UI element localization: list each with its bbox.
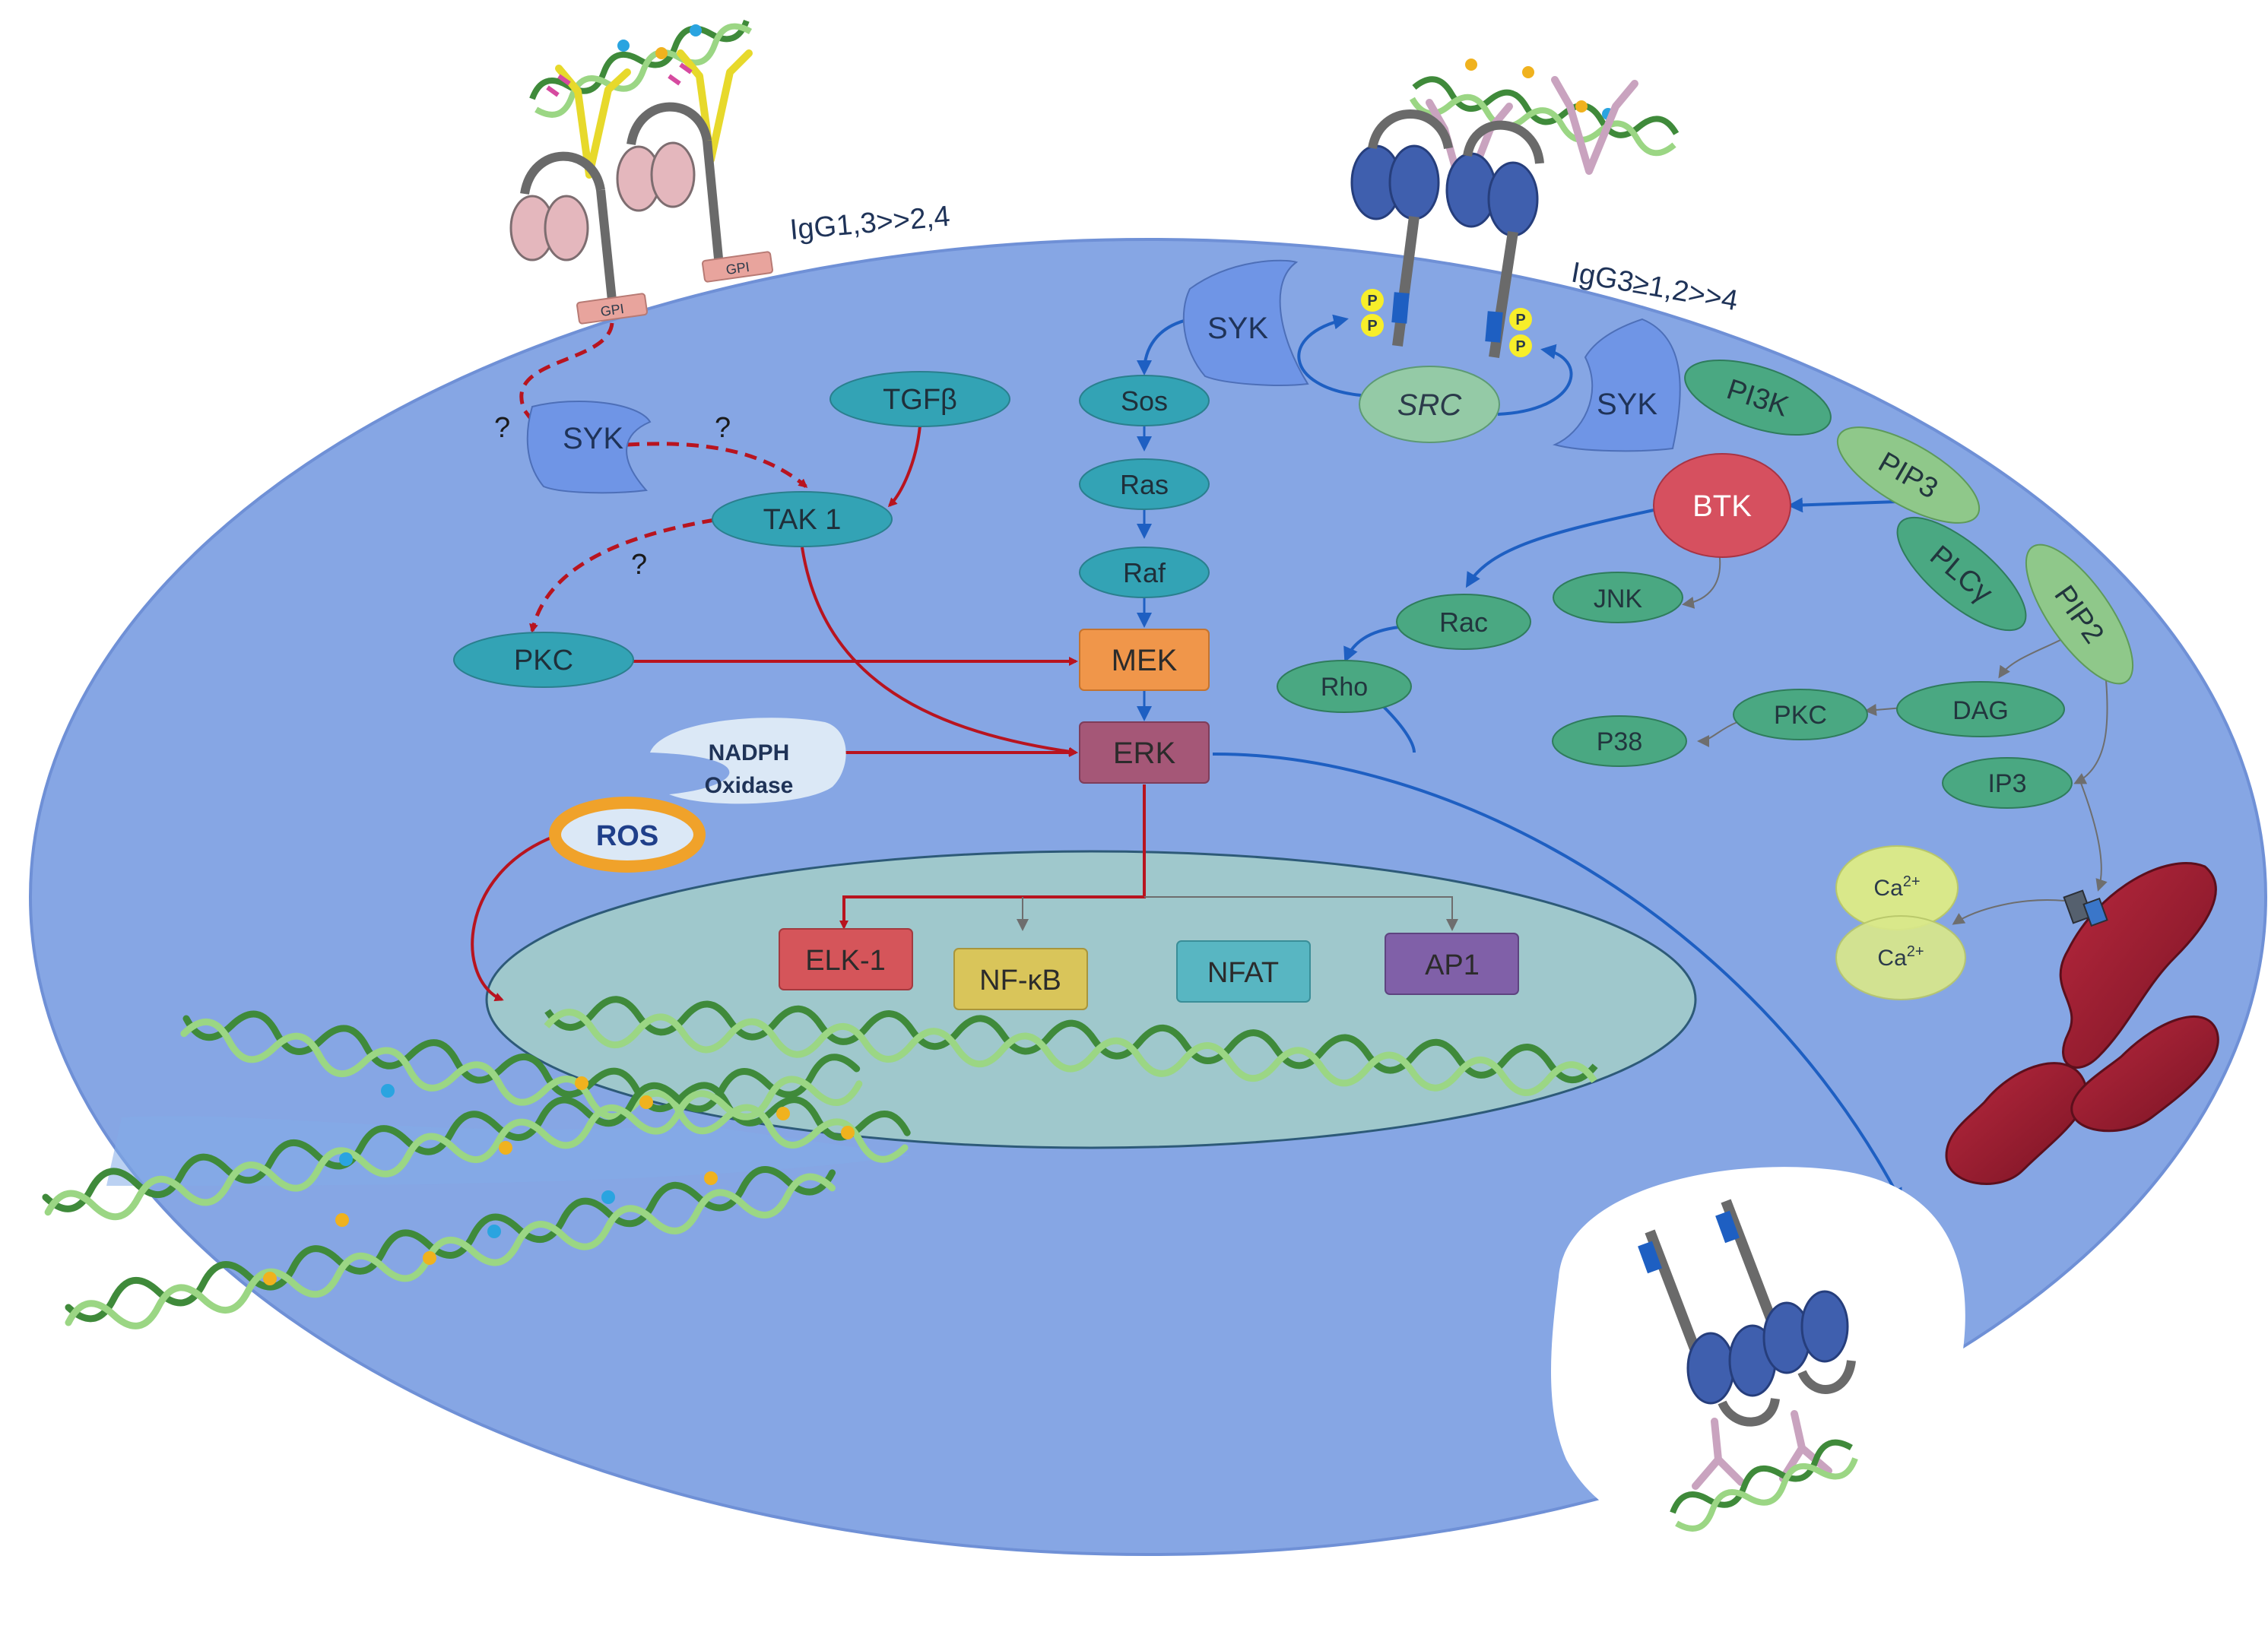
tak1-node: TAK 1 — [712, 491, 893, 547]
tf-nfkb: NF-κB — [953, 948, 1088, 1010]
mek-node: MEK — [1079, 629, 1210, 691]
ras-label: Ras — [1120, 469, 1169, 500]
tf-elk1-label: ELK-1 — [805, 945, 886, 977]
endoplasmic-reticulum — [1945, 862, 2219, 1185]
syk-right-label: SYK — [1597, 388, 1657, 421]
syk-left-node: SYK — [526, 401, 652, 494]
pkc-right-label: PKC — [1774, 701, 1827, 730]
syk-top-node: SYK — [1182, 259, 1309, 386]
nadph-oxidase-node: NADPH Oxidase — [650, 718, 846, 804]
raf-label: Raf — [1123, 557, 1166, 588]
erk-label: ERK — [1113, 737, 1176, 770]
question-mark-1: ? — [494, 412, 510, 444]
btk-label: BTK — [1692, 490, 1752, 523]
internalized-receptor-vesicle — [1551, 1167, 1965, 1539]
ip3-node: IP3 — [1942, 757, 2073, 809]
pip2-node: PIP2 — [2025, 543, 2134, 685]
p38-label: P38 — [1597, 727, 1643, 756]
ras-node: Ras — [1079, 458, 1210, 510]
itam-receptors: P P P P — [1350, 59, 1680, 359]
phospho-label-4: P — [1515, 338, 1525, 355]
plcg-node: PLCγ — [1896, 516, 2027, 632]
left-receptor-subclass-label: IgG1,3>>2,4 — [788, 201, 951, 246]
ca-label-1: Ca2+ — [1873, 873, 1920, 901]
arrows — [471, 314, 2108, 1204]
jnk-node: JNK — [1553, 572, 1683, 623]
rac-label: Rac — [1439, 607, 1488, 638]
mek-label: MEK — [1112, 644, 1178, 677]
phospho-label-2: P — [1367, 318, 1377, 334]
ip3-label: IP3 — [1987, 769, 2026, 798]
ros-node: ROS — [549, 797, 706, 873]
syk-right-node: SYK — [1553, 318, 1681, 452]
pi3k-node: PI3K — [1684, 359, 1832, 436]
question-mark-2: ? — [715, 412, 731, 444]
tf-nfat-label: NFAT — [1207, 957, 1279, 989]
tak1-label: TAK 1 — [763, 504, 842, 536]
nadph-label-line2: Oxidase — [705, 773, 794, 798]
rho-node: Rho — [1277, 660, 1412, 713]
erk-node: ERK — [1079, 721, 1210, 784]
btk-node: BTK — [1653, 453, 1791, 558]
question-mark-3: ? — [631, 549, 647, 581]
pip3-node: PIP3 — [1836, 426, 1981, 524]
gpi-label-2: GPI — [725, 259, 750, 277]
ca-label-2: Ca2+ — [1877, 943, 1924, 971]
tf-ap1: AP1 — [1385, 933, 1519, 995]
tf-elk1: ELK-1 — [779, 928, 913, 990]
pkc-left-node: PKC — [453, 632, 634, 688]
p38-node: P38 — [1552, 715, 1687, 767]
raf-node: Raf — [1079, 547, 1210, 598]
tgfb-node: TGFβ — [829, 371, 1010, 427]
dna-strands-lower-left — [42, 1010, 912, 1329]
phospho-label-1: P — [1367, 293, 1377, 309]
sos-node: Sos — [1079, 375, 1210, 426]
jnk-label: JNK — [1594, 585, 1643, 613]
dag-node: DAG — [1896, 681, 2065, 737]
tf-nfat: NFAT — [1176, 940, 1311, 1003]
calcium-ions: Ca2+ Ca2+ — [1835, 845, 1966, 1000]
rho-label: Rho — [1321, 673, 1368, 702]
src-label: SRC — [1397, 388, 1463, 422]
gpi-label-1: GPI — [600, 301, 625, 319]
src-node: SRC — [1359, 366, 1500, 443]
syk-left-label: SYK — [563, 422, 623, 455]
tf-nfkb-label: NF-κB — [979, 965, 1061, 997]
rac-node: Rac — [1396, 594, 1531, 650]
ros-label: ROS — [596, 820, 658, 852]
tf-ap1-label: AP1 — [1425, 949, 1480, 981]
syk-top-label: SYK — [1207, 312, 1268, 345]
pkc-left-label: PKC — [514, 645, 573, 677]
sos-label: Sos — [1121, 385, 1168, 417]
dag-label: DAG — [1952, 696, 2009, 725]
nuclear-dna — [544, 996, 1598, 1096]
nadph-label-line1: NADPH — [709, 740, 790, 765]
tgfb-label: TGFβ — [883, 384, 957, 416]
pkc-right-node: PKC — [1733, 689, 1868, 740]
gpi-anchored-receptors: GPI GPI — [509, 19, 773, 325]
phospho-label-3: P — [1515, 312, 1525, 328]
nucleus — [485, 850, 1697, 1149]
